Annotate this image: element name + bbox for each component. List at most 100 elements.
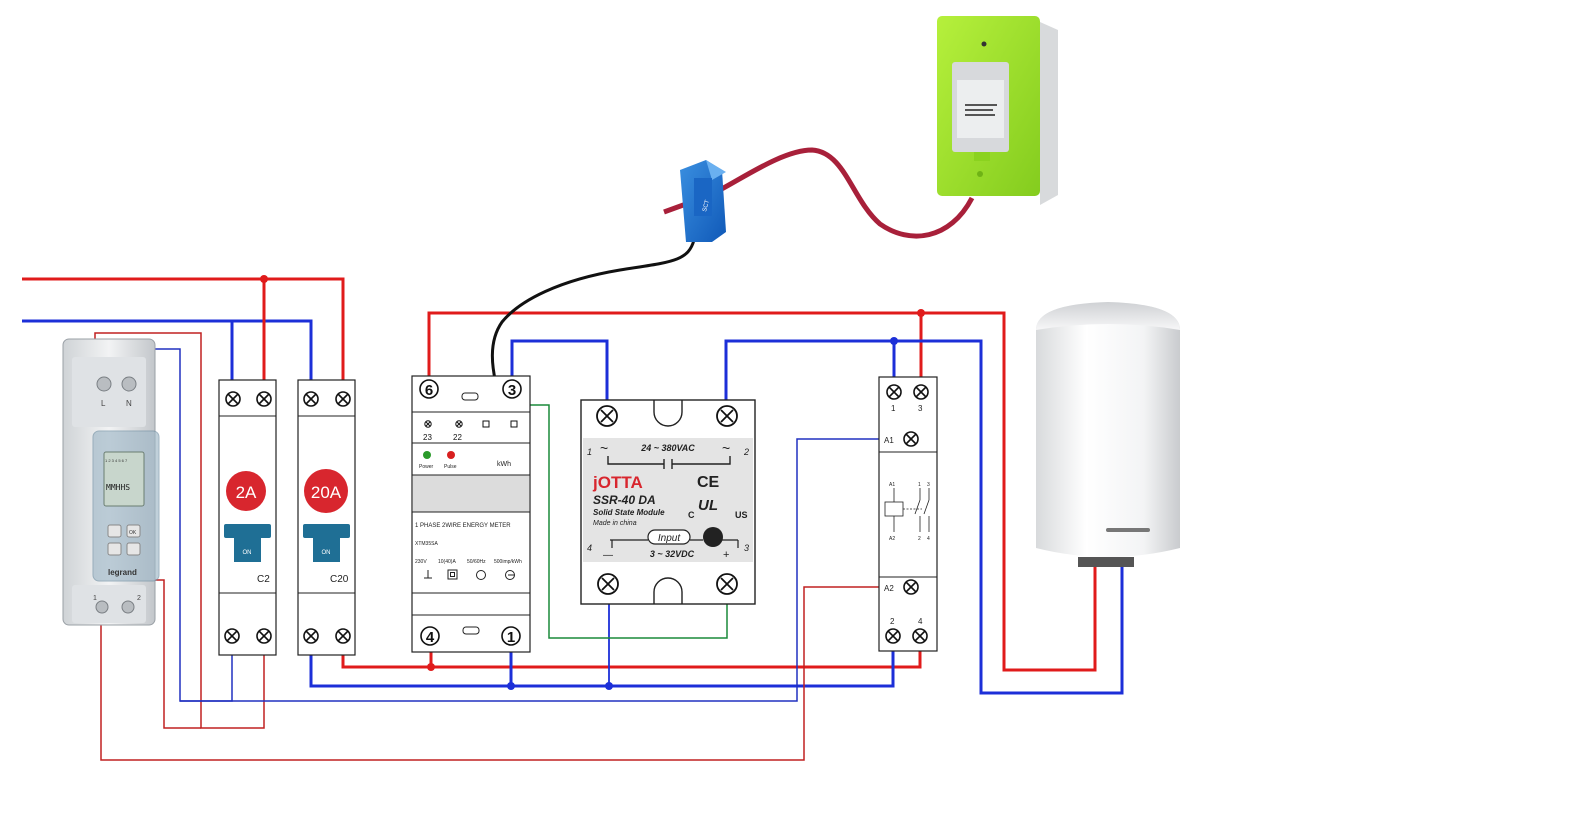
contactor-symbol [884,488,930,532]
ssr-pin-3: 3 [744,543,749,553]
breaker-c20: 20A ON C20 [297,379,356,656]
ssr-us-mark: US [735,510,748,520]
timer-module: L N MMHHS 1 2 3 4 5 6 7 OK legrand 1 2 [62,338,160,626]
ssr-c-mark: C [688,510,695,520]
meter-out-22: 22 [453,433,462,442]
terminal-screw-icon [256,628,272,644]
meter-terminal-1: 1 [507,629,515,646]
supply-neutral-wire [22,319,313,398]
ssr-pin-4: 4 [587,543,592,553]
ssr-ce-mark: CE [697,474,720,491]
double-insulation-icon [447,569,458,580]
supply-phase-wire [22,277,345,398]
timer-phase-feed [94,332,265,729]
contactor-label-2: 2 [890,617,895,626]
ssr-ac-range: 24 ~ 380VAC [640,443,695,453]
timer-terminal-l [96,376,112,392]
ssr-tilde-right: ~ [722,440,730,456]
contactor-label-1: 1 [891,404,896,413]
terminal-screw-icon [224,628,240,644]
water-heater [1036,302,1180,567]
terminal-screw-icon [225,391,241,407]
terminal-screw-icon [913,384,929,400]
pulse-led-icon [447,451,455,459]
ssr-pin-1: 1 [587,447,592,457]
timer-label-1: 1 [93,595,97,602]
meter-terminal-3: 3 [508,382,516,399]
ssr-input-label: Input [658,533,681,544]
terminal-screw-icon [886,384,902,400]
c2-handle-text: ON [243,550,252,556]
meter-out-23: 23 [423,433,432,442]
ssr-brand: jOTTA [592,473,643,492]
contactor: 1 3 A1 A1 1 3 A2 2 4 A2 2 4 [878,376,938,652]
breaker-c2: 2A ON C2 [218,379,277,656]
timer-terminal-1 [95,600,109,614]
terminal-screw-icon [912,628,928,644]
c20-badge-text: 20A [311,483,342,502]
coil-a2-wire [100,586,911,761]
terminal-screw-icon [903,579,919,595]
timer-terminal-2 [121,600,135,614]
contactor-label-a1: A1 [884,436,894,445]
terminal-screw-icon [303,628,319,644]
meter-terminal-4: 4 [426,629,435,646]
meter-unit: kWh [497,461,511,468]
c2-model-text: C2 [257,574,270,585]
meter-model: XTM35SA [415,541,438,547]
symbol-label-4: 4 [927,536,930,542]
meter-spec-v: 230V [415,559,427,565]
c2-badge-text: 2A [236,483,257,502]
c20-handle-text: ON [322,550,331,556]
terminal-screw-icon [903,431,919,447]
terminal-screw-icon [256,391,272,407]
ct-black-cable [490,239,696,407]
timer-brand: legrand [108,568,137,577]
timer-label-l: L [101,399,106,408]
ssr-subtitle: Solid State Module [593,508,665,517]
timer-label-2: 2 [137,595,141,602]
timer-ok-label: OK [129,530,137,536]
symbol-label-a1: A1 [889,482,895,488]
ssr-plus: + [723,549,729,561]
pulse-terminal-icon [424,420,432,428]
symbol-label-a2: A2 [889,536,895,542]
power-led-icon [423,451,431,459]
contactor-label-3: 3 [918,404,923,413]
contactor-label-4: 4 [918,617,923,626]
energy-meter: 6 3 23 22 Power Pulse kWh 1 PHASE 2WIRE … [411,375,531,653]
meter-out-phase [427,311,1097,672]
ssr-dc-range: 3 ~ 32VDC [650,549,695,559]
solid-state-relay: 1 ~ 24 ~ 380VAC ~ 2 jOTTA CE SSR-40 DA S… [580,399,756,605]
meter-spec-imp: 500imp/kWh [494,559,522,565]
meter-pulse-label: Pulse [444,464,457,470]
meter-out-neutral [510,339,609,416]
ct-clamp: SCT [680,160,726,242]
meter-power-label: Power [419,464,434,470]
ssr-model: SSR-40 DA [593,493,656,507]
c20-neutral-out [309,636,895,688]
meter-terminal-6: 6 [425,382,433,399]
coil-a1-wire [180,438,911,702]
terminal-screw-icon [597,573,619,595]
timer-terminal-n [121,376,137,392]
timer-day-marks: 1 2 3 4 5 6 7 [105,458,128,463]
terminal-screw-icon [716,573,738,595]
earth-symbol-icon [424,570,432,579]
terminal-screw-icon [596,405,618,427]
ssr-load-neutral [724,339,1124,695]
meter-spec-a: 10(40)A [438,559,456,565]
ssr-ul-mark: UL [698,497,718,514]
meter-title: 1 PHASE 2WIRE ENERGY METER [415,523,511,529]
linky-meter [937,16,1058,205]
contactor-label-a2: A2 [884,584,894,593]
timer-label-n: N [126,399,132,408]
ct-label: SCT [702,199,711,212]
wires [22,147,1124,761]
terminal-screw-icon [335,391,351,407]
symbol-label-3: 3 [927,482,930,488]
terminal-screw-icon [335,628,351,644]
rating-badge [226,471,266,511]
terminal-screw-icon [716,405,738,427]
